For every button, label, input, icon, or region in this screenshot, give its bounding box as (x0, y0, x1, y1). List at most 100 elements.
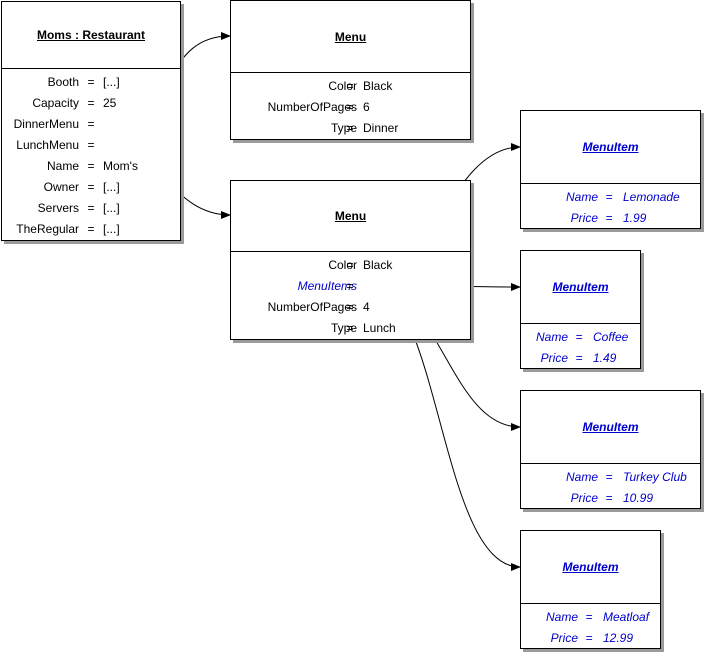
attr-value: [...] (103, 222, 120, 236)
menuitem-object-meatloaf[interactable]: MenuItem Name = Meatloaf Price = 12.99 (520, 530, 661, 649)
lunch-menu-attr-menuitems: MenuItems = (231, 276, 470, 297)
attr-value: Dinner (363, 121, 399, 135)
lunch-menu-title: Menu (334, 209, 367, 223)
menuitem-header: MenuItem (521, 391, 700, 464)
menuitem-attr-name: Name = Coffee (521, 327, 640, 348)
attr-equals: = (346, 100, 354, 114)
lunch-menu-object[interactable]: Menu Color = Black MenuItems = NumberOfP… (230, 180, 471, 340)
menuitem-attr-name: Name = Lemonade (521, 187, 700, 208)
restaurant-header: Moms : Restaurant (2, 2, 180, 69)
attr-equals: = (346, 79, 354, 93)
menuitem-header: MenuItem (521, 251, 640, 324)
dinner-menu-header: Menu (231, 1, 470, 73)
dinner-menu-title: Menu (334, 29, 367, 44)
attr-name: Type (330, 321, 357, 335)
restaurant-attr-capacity: Capacity = 25 (2, 93, 180, 114)
attr-value: 1.99 (623, 211, 647, 225)
attr-value: Lemonade (623, 190, 680, 204)
menuitem-title: MenuItem (562, 560, 619, 574)
attr-name: NumberOfPages (267, 100, 357, 114)
restaurant-attr-dinnermenu: DinnerMenu = (2, 114, 180, 135)
attr-value: Coffee (593, 330, 629, 344)
attr-name: Price (570, 491, 598, 505)
attr-value: 12.99 (603, 631, 634, 645)
attr-equals: = (346, 279, 354, 293)
dinner-menu-attr-type: Type = Dinner (231, 118, 470, 139)
attr-equals: = (346, 300, 354, 314)
menuitem-attr-price: Price = 10.99 (521, 488, 700, 509)
attr-value: Black (363, 79, 393, 93)
attr-name: Name (46, 159, 79, 173)
menuitem-header: MenuItem (521, 531, 660, 604)
lunch-menu-header: Menu (231, 181, 470, 252)
restaurant-attr-servers: Servers = [...] (2, 198, 180, 219)
lunch-menu-attr-type: Type = Lunch (231, 318, 470, 339)
attr-value: Black (363, 258, 393, 272)
menuitem-title: MenuItem (552, 280, 609, 294)
attr-equals: = (87, 138, 95, 152)
menuitem-attr-price: Price = 1.49 (521, 348, 640, 369)
menuitem-attr-price: Price = 1.99 (521, 208, 700, 229)
attr-name: DinnerMenu (13, 117, 79, 131)
attr-equals: = (575, 351, 583, 365)
menuitem-attr-price: Price = 12.99 (521, 628, 660, 649)
menuitem-attr-name: Name = Meatloaf (521, 607, 660, 628)
attr-equals: = (346, 258, 354, 272)
attr-value: 6 (363, 100, 370, 114)
menuitem-header: MenuItem (521, 111, 700, 184)
menuitem-attr-name: Name = Turkey Club (521, 467, 700, 488)
restaurant-attr-booth: Booth = [...] (2, 72, 180, 93)
attr-equals: = (585, 631, 593, 645)
attr-equals: = (605, 211, 613, 225)
attr-name: LunchMenu (16, 138, 79, 152)
attr-equals: = (87, 75, 95, 89)
restaurant-attr-name: Name = Mom's (2, 156, 180, 177)
attr-name: Type (330, 121, 357, 135)
attr-name: Price (540, 351, 568, 365)
menuitem-object-coffee[interactable]: MenuItem Name = Coffee Price = 1.49 (520, 250, 641, 369)
attr-value: 1.49 (593, 351, 617, 365)
attr-equals: = (87, 180, 95, 194)
menuitem-title: MenuItem (582, 140, 639, 154)
attr-name: Name (545, 610, 578, 624)
attr-name: Capacity (32, 96, 79, 110)
lunch-menu-attr-color: Color = Black (231, 255, 470, 276)
menuitem-object-lemonade[interactable]: MenuItem Name = Lemonade Price = 1.99 (520, 110, 701, 229)
dinner-menu-attr-numberofpages: NumberOfPages = 6 (231, 97, 470, 118)
restaurant-attr-lunchmenu: LunchMenu = (2, 135, 180, 156)
attr-value: 25 (103, 96, 117, 110)
attr-name: Price (570, 211, 598, 225)
attr-value: [...] (103, 201, 120, 215)
attr-equals: = (346, 121, 354, 135)
attr-name: Name (565, 190, 598, 204)
restaurant-object[interactable]: Moms : Restaurant Booth = [...] Capacity… (1, 1, 181, 241)
attr-equals: = (346, 321, 354, 335)
attr-name: MenuItems (297, 279, 357, 293)
attr-equals: = (87, 96, 95, 110)
attr-value: 4 (363, 300, 370, 314)
attr-name: Price (550, 631, 578, 645)
attr-value: Meatloaf (603, 610, 650, 624)
attr-value: [...] (103, 180, 120, 194)
attr-name: Servers (37, 201, 79, 215)
attr-name: Owner (43, 180, 79, 194)
dinner-menu-attr-color: Color = Black (231, 76, 470, 97)
restaurant-title: Moms : Restaurant (36, 28, 146, 42)
restaurant-attr-theregular: TheRegular = [...] (2, 219, 180, 240)
attr-equals: = (605, 491, 613, 505)
menuitem-object-turkey-club[interactable]: MenuItem Name = Turkey Club Price = 10.9… (520, 390, 701, 509)
dinner-menu-object[interactable]: Menu Color = Black NumberOfPages = 6 Typ… (230, 0, 471, 140)
attr-value: Turkey Club (623, 470, 687, 484)
attr-equals: = (605, 190, 613, 204)
attr-value: [...] (103, 75, 120, 89)
attr-equals: = (575, 330, 583, 344)
attr-name: Color (328, 79, 357, 93)
attr-equals: = (585, 610, 593, 624)
attr-name: Booth (47, 75, 79, 89)
attr-value: 10.99 (623, 491, 654, 505)
attr-name: Name (535, 330, 568, 344)
attr-name: Name (565, 470, 598, 484)
attr-equals: = (605, 470, 613, 484)
attr-value: Mom's (103, 159, 138, 173)
attr-name: NumberOfPages (267, 300, 357, 314)
